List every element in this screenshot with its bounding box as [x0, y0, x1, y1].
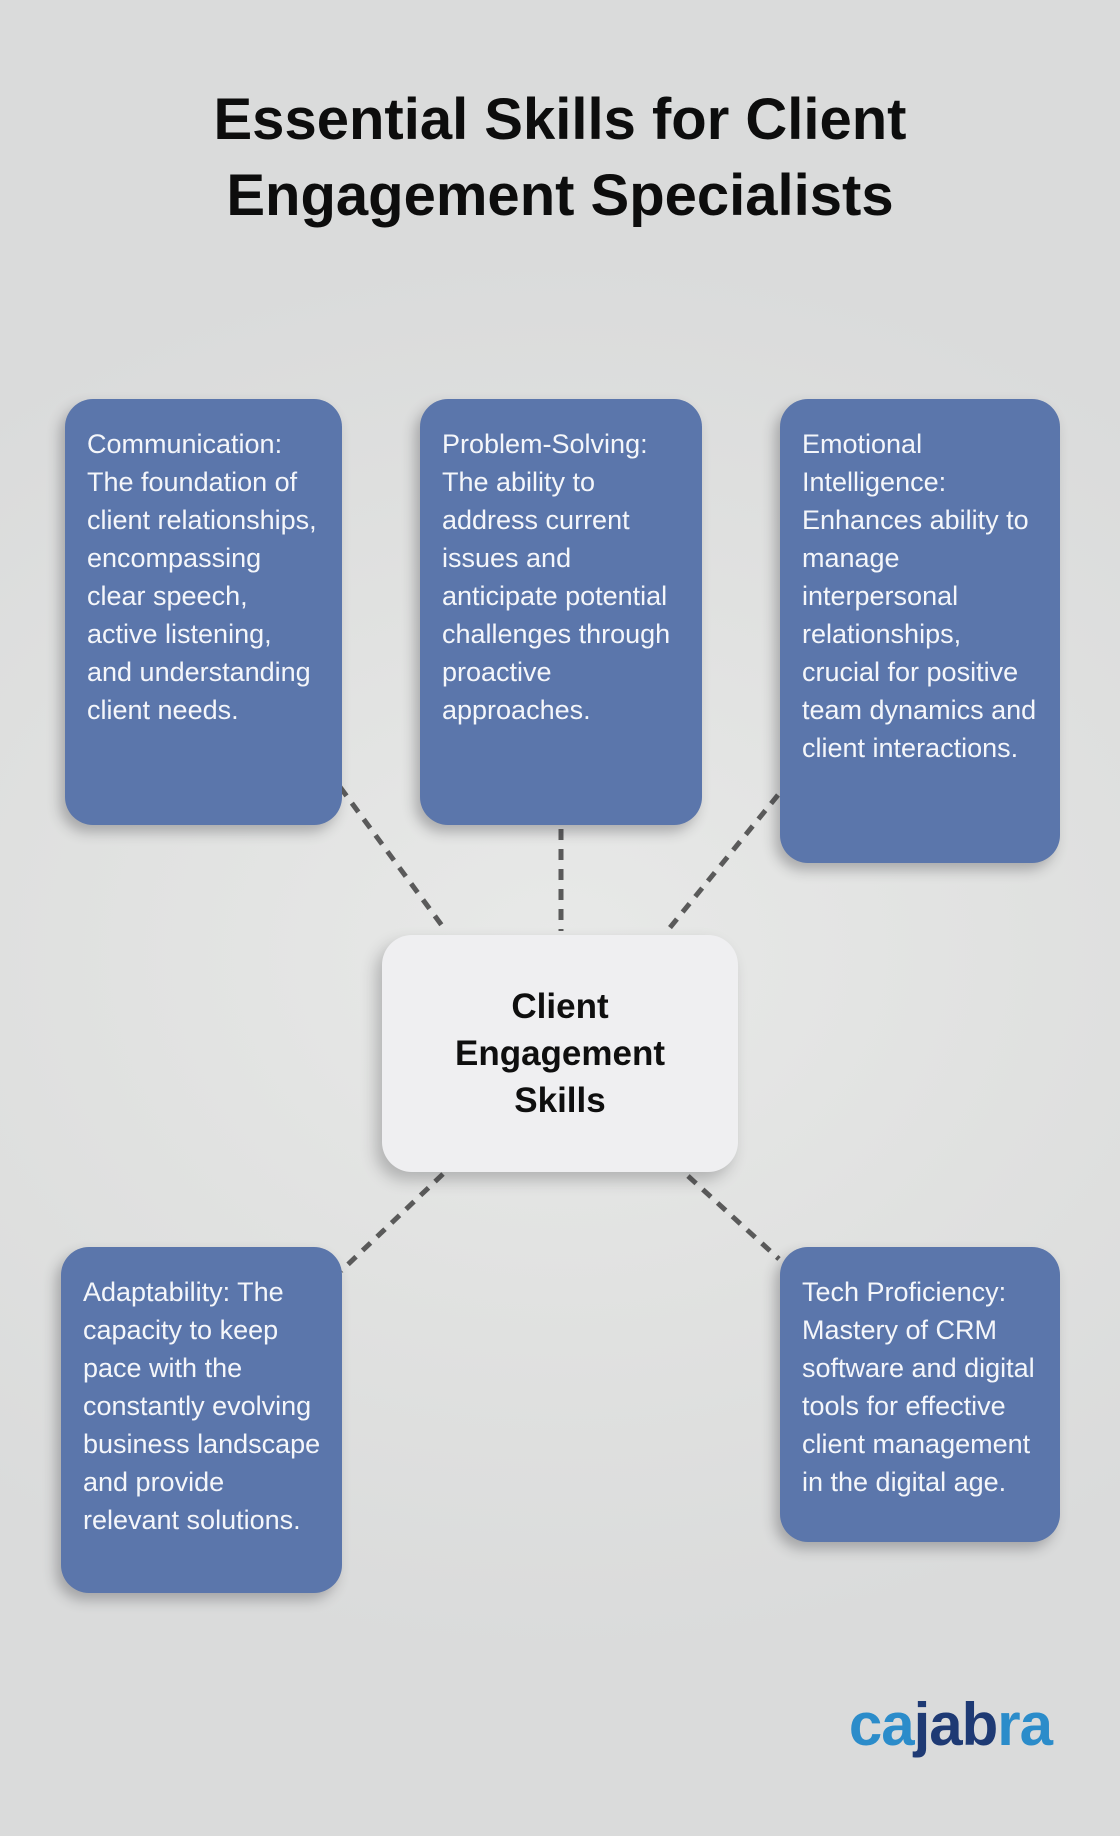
node-tech-proficiency: Tech Proficiency: Mastery of CRM softwar…	[780, 1247, 1060, 1542]
logo-segment-1: jab	[913, 1691, 999, 1758]
node-adaptability-text: Adaptability: The capacity to keep pace …	[83, 1277, 321, 1535]
node-adaptability: Adaptability: The capacity to keep pace …	[61, 1247, 342, 1593]
connector-adaptability-line	[339, 1172, 445, 1273]
page-title-line-1: Essential Skills for Client	[213, 87, 907, 152]
cajabra-logo: cajabra	[848, 1690, 1053, 1759]
connector-communication-line	[337, 785, 446, 929]
node-emotional-intelligence: Emotional Intelligence: Enhances ability…	[780, 399, 1060, 863]
center-node-label: Client Engagement Skills	[454, 987, 666, 1120]
node-communication-text: Communication: The foundation of client …	[87, 429, 317, 725]
page-title-line-2: Engagement Specialists	[226, 163, 894, 228]
node-problem-solving: Problem-Solving: The ability to address …	[420, 399, 702, 825]
node-problem-solving-text: Problem-Solving: The ability to address …	[442, 429, 671, 725]
node-communication: Communication: The foundation of client …	[65, 399, 342, 825]
node-center-client-engagement-skills: Client Engagement Skills	[382, 935, 738, 1172]
connector-tech-proficiency-line	[686, 1174, 781, 1261]
node-emotional-intelligence-text: Emotional Intelligence: Enhances ability…	[802, 429, 1037, 763]
logo-segment-2: ra	[997, 1691, 1053, 1758]
connector-emotional-intelligence-line	[666, 793, 780, 932]
node-tech-proficiency-text: Tech Proficiency: Mastery of CRM softwar…	[802, 1277, 1035, 1497]
page-title: Essential Skills for Client Engagement S…	[0, 82, 1120, 234]
logo-segment-0: ca	[848, 1691, 915, 1758]
